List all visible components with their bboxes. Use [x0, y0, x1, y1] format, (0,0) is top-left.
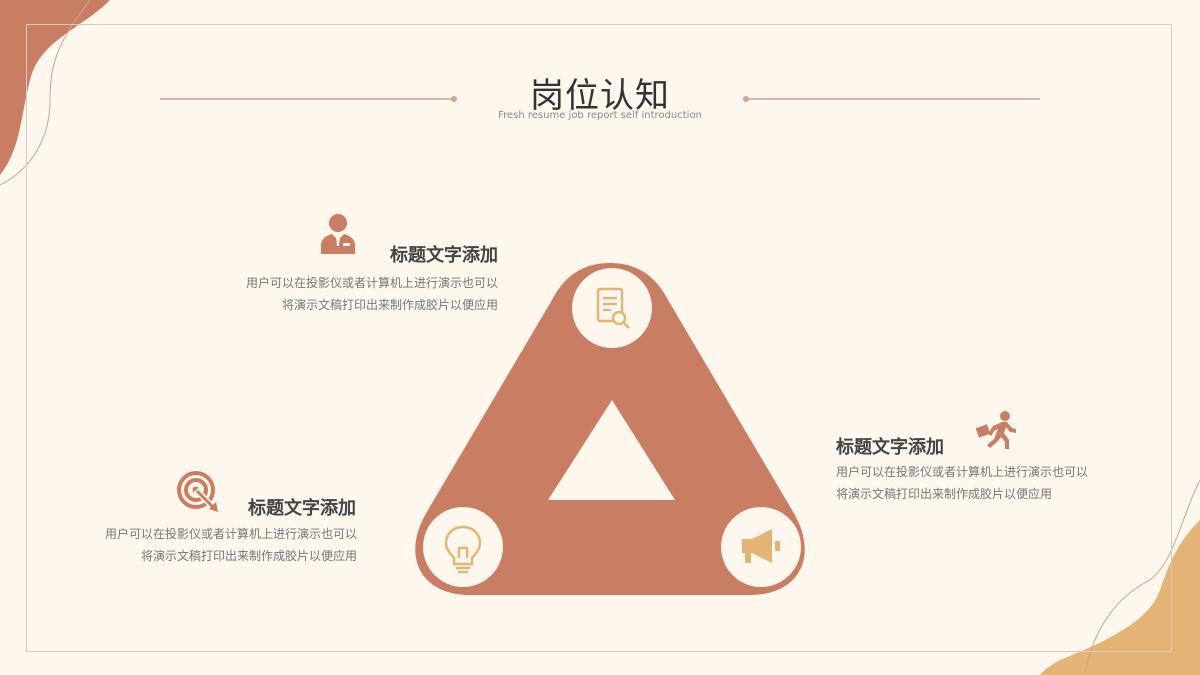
title-right-dot [743, 96, 749, 102]
bottom-right-curve [1084, 479, 1200, 675]
block-title-top: 标题文字添加 [390, 245, 498, 266]
title-right-line [745, 98, 1040, 100]
block-title-right: 标题文字添加 [836, 437, 944, 458]
block-text-right-line1: 用户可以在投影仪或者计算机上进行演示也可以 [836, 465, 1089, 479]
block-text-top: 用户可以在投影仪或者计算机上进行演示也可以 将演示文稿打印出来制作成胶片以便应用 [200, 272, 498, 316]
block-text-right-line2: 将演示文稿打印出来制作成胶片以便应用 [836, 487, 1053, 501]
block-title-left: 标题文字添加 [248, 498, 356, 519]
businessman-icon [321, 214, 355, 254]
lightbulb-icon [444, 525, 482, 574]
top-left-curve [0, 0, 91, 186]
block-text-top-line2: 将演示文稿打印出来制作成胶片以便应用 [281, 298, 498, 312]
document-search-icon [596, 287, 630, 329]
block-text-right: 用户可以在投影仪或者计算机上进行演示也可以 将演示文稿打印出来制作成胶片以便应用 [836, 461, 1136, 505]
triangle-cutout [548, 400, 675, 500]
top-icon-circle [572, 268, 652, 348]
running-man-icon [975, 411, 1016, 449]
block-text-left: 用户可以在投影仪或者计算机上进行演示也可以 将演示文稿打印出来制作成胶片以便应用 [60, 523, 357, 567]
block-text-top-line1: 用户可以在投影仪或者计算机上进行演示也可以 [245, 276, 498, 290]
block-text-left-line1: 用户可以在投影仪或者计算机上进行演示也可以 [104, 527, 357, 541]
content-frame [26, 24, 1172, 652]
triangle-diagram [415, 263, 805, 595]
page-subtitle: Fresh resume job report self introductio… [498, 110, 702, 121]
title-left-line [160, 98, 455, 100]
bottom-right-blob [1040, 520, 1200, 675]
title-left-dot [451, 96, 457, 102]
page-title: 岗位认知 [530, 76, 670, 116]
megaphone-icon [742, 529, 780, 563]
top-left-blob [0, 0, 110, 175]
target-icon [177, 471, 218, 512]
block-text-left-line2: 将演示文稿打印出来制作成胶片以便应用 [140, 549, 357, 563]
